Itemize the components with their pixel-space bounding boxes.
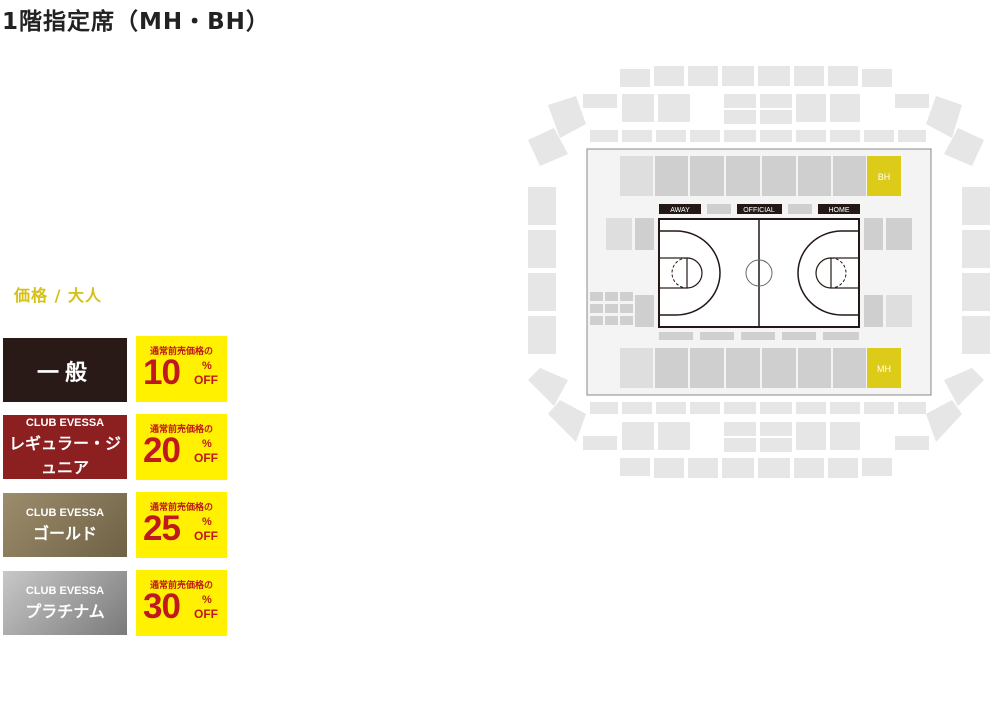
discount-badge-platinum: 通常前売価格の 30 % OFF	[136, 570, 227, 636]
page-title: 1階指定席（MH・BH）	[2, 9, 270, 35]
tier-club: CLUB EVESSA	[25, 416, 105, 429]
tier-name: 一般	[36, 360, 93, 386]
tier-regular-junior: CLUB EVESSA レギュラー・ジュニア	[3, 415, 127, 479]
discount-badge-regular: 通常前売価格の 20 % OFF	[136, 414, 227, 480]
bh-block	[867, 156, 901, 196]
discount-percent: %	[202, 360, 212, 372]
discount-off: OFF	[194, 529, 218, 543]
tier-gold: CLUB EVESSA ゴールド	[3, 493, 127, 557]
discount-percent: %	[202, 438, 212, 450]
discount-label: 通常前売価格の	[149, 503, 213, 513]
tier-club: CLUB EVESSA	[25, 584, 105, 597]
discount-off: OFF	[194, 451, 218, 465]
tier-name: ゴールド	[32, 523, 97, 543]
tier-club: CLUB EVESSA	[25, 506, 105, 519]
tier-name: レギュラー・ジュニア	[8, 433, 121, 477]
bh-label: BH	[878, 172, 891, 182]
discount-value: 30	[143, 587, 181, 626]
basketball-court	[658, 218, 860, 328]
official-label: OFFICIAL	[743, 207, 775, 214]
discount-label: 通常前売価格の	[149, 347, 213, 357]
discount-label: 通常前売価格の	[149, 581, 213, 591]
discount-label: 通常前売価格の	[149, 425, 213, 435]
discount-value: 10	[143, 353, 181, 392]
discount-value: 20	[143, 431, 181, 470]
tier-name: プラチナム	[25, 601, 105, 621]
discount-off: OFF	[194, 607, 218, 621]
outer-ring-seats	[528, 66, 990, 478]
home-label: HOME	[829, 207, 850, 214]
discount-percent: %	[202, 516, 212, 528]
discount-off: OFF	[194, 373, 218, 387]
seat-map: BH MH AWAY OFFICIAL HOME	[528, 66, 990, 478]
discount-badge-gold: 通常前売価格の 25 % OFF	[136, 492, 227, 558]
discount-badge-general: 通常前売価格の 10 % OFF	[136, 336, 227, 402]
away-label: AWAY	[670, 207, 690, 214]
tier-general: 一般	[3, 338, 127, 402]
mh-block	[867, 348, 901, 388]
price-label: 価格 / 大人	[14, 286, 102, 305]
mh-label: MH	[877, 364, 891, 374]
discount-value: 25	[143, 509, 181, 548]
tier-platinum: CLUB EVESSA プラチナム	[3, 571, 127, 635]
discount-percent: %	[202, 594, 212, 606]
